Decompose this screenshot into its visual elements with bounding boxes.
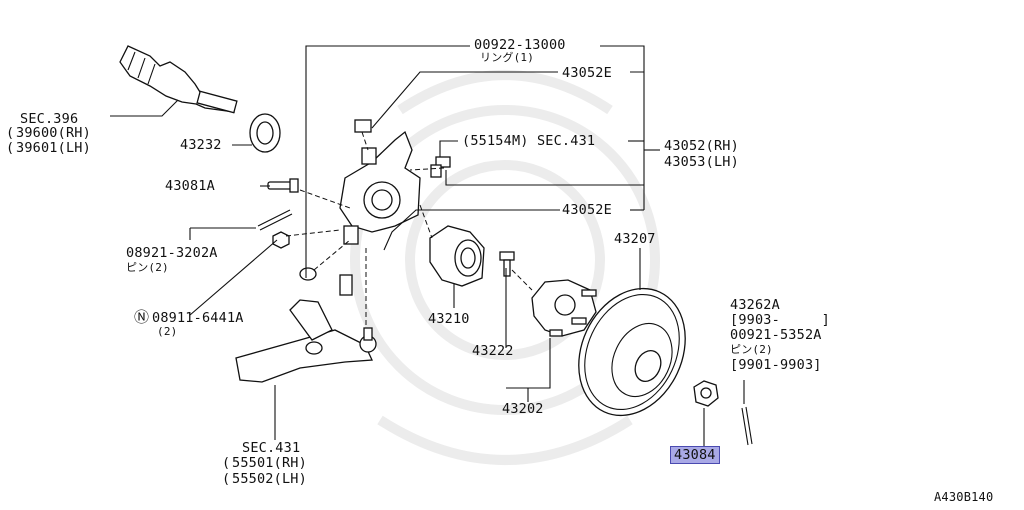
- label-43262a[interactable]: 43262A: [730, 297, 780, 313]
- paren-open-icon: (: [6, 125, 15, 141]
- ring-00922[interactable]: [299, 267, 317, 281]
- hub-43202[interactable]: [531, 279, 597, 337]
- knuckle-housing[interactable]: [339, 119, 421, 296]
- label-43207[interactable]: 43207: [614, 231, 656, 247]
- seal-43232[interactable]: [249, 113, 281, 153]
- paren-close-icon: (: [6, 140, 15, 156]
- label-43081a[interactable]: 43081A: [165, 178, 215, 194]
- label-39600[interactable]: 39600(RH): [16, 125, 91, 141]
- lower-arm[interactable]: [235, 299, 377, 383]
- paren-open-icon: (: [222, 455, 231, 471]
- label-43084-highlighted[interactable]: 43084: [670, 446, 720, 464]
- assembly-lines: [285, 131, 533, 325]
- label-00921-range: [9901-9903]: [730, 357, 822, 373]
- label-00922-qty: リング(1): [480, 51, 535, 64]
- label-55154m[interactable]: (55154M) SEC.431: [462, 133, 596, 149]
- label-43232[interactable]: 43232: [180, 137, 222, 153]
- paren-close-icon: (: [222, 471, 231, 487]
- brake-rotor-43207[interactable]: [559, 271, 705, 433]
- label-00921[interactable]: 00921-5352A: [730, 327, 822, 343]
- label-08921-qty: ピン(2): [126, 261, 169, 274]
- bearing-43210[interactable]: [429, 225, 485, 287]
- wheel-bolt-43222[interactable]: [499, 251, 515, 277]
- cotter-pin-08921[interactable]: [257, 209, 293, 231]
- cotter-pin-00921[interactable]: [741, 406, 753, 446]
- sensor-55154m[interactable]: [430, 156, 451, 178]
- label-43053[interactable]: 43053(LH): [664, 154, 739, 170]
- label-43262a-range: [9903- ]: [730, 312, 830, 328]
- label-39601[interactable]: 39601(LH): [16, 140, 91, 156]
- label-08911[interactable]: 08911-6441A: [152, 310, 244, 326]
- watermark-emblem: [350, 70, 660, 465]
- label-43210[interactable]: 43210: [428, 311, 470, 327]
- label-55502[interactable]: 55502(LH): [232, 471, 307, 487]
- label-08921[interactable]: 08921-3202A: [126, 245, 218, 261]
- label-sec431-lower[interactable]: SEC.431: [242, 440, 301, 456]
- n-circle-icon: Ⓝ: [134, 308, 150, 326]
- label-43052[interactable]: 43052(RH): [664, 138, 739, 154]
- label-43052e-mid[interactable]: 43052E: [562, 202, 612, 218]
- label-sec396[interactable]: SEC.396: [20, 111, 79, 127]
- label-00922[interactable]: 00922-13000: [474, 37, 566, 53]
- drive-shaft-assembly[interactable]: [119, 45, 238, 114]
- label-43202[interactable]: 43202: [502, 401, 544, 417]
- label-08911-qty: (2): [157, 325, 178, 338]
- hub-nut-43084[interactable]: [693, 380, 719, 407]
- label-55501[interactable]: 55501(RH): [232, 455, 307, 471]
- label-43222[interactable]: 43222: [472, 343, 514, 359]
- nut-08911[interactable]: [272, 231, 290, 249]
- label-00921-qty: ピン(2): [730, 343, 773, 356]
- leader-lines: [110, 45, 745, 448]
- diagram-id: A430B140: [934, 490, 994, 504]
- bolt-43081a[interactable]: [267, 178, 299, 193]
- label-43052e-top[interactable]: 43052E: [562, 65, 612, 81]
